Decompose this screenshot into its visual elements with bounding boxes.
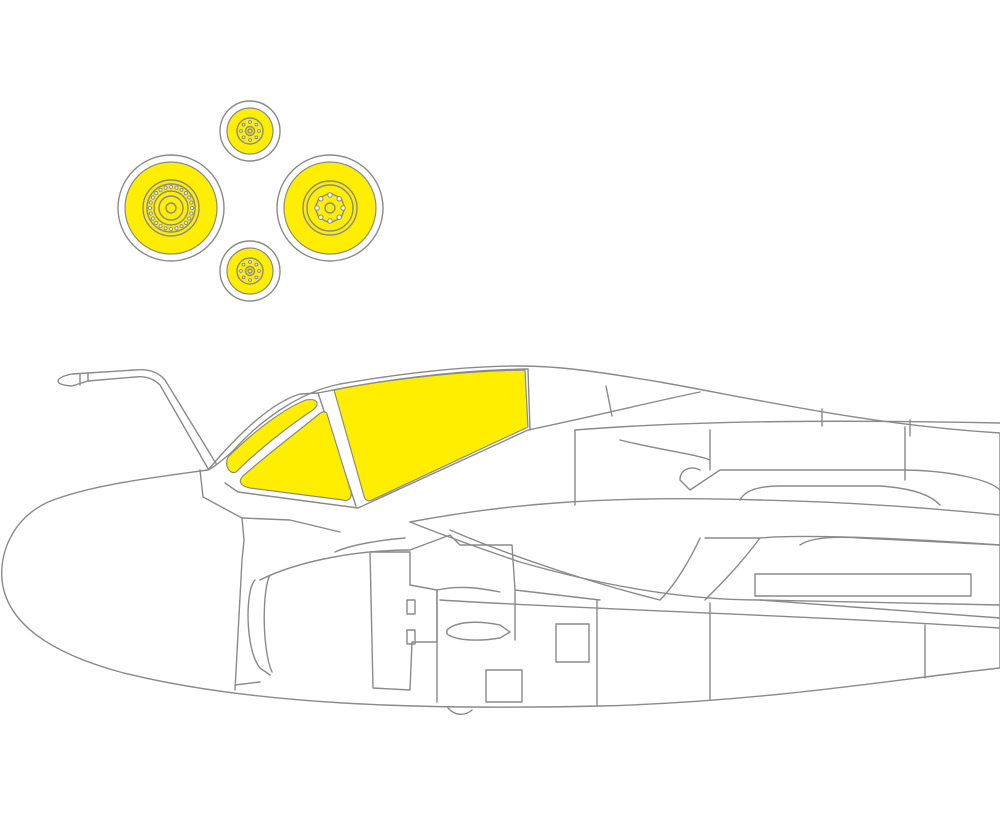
hub-bolt	[254, 122, 259, 127]
hub-bolt	[239, 129, 243, 133]
hub-bolt	[158, 187, 163, 192]
hub-bolt	[248, 278, 252, 282]
wheel-mask-main-right	[276, 154, 384, 262]
hub-bolt	[241, 262, 246, 267]
refuel-probe	[87, 369, 221, 473]
hub-bolt	[314, 205, 320, 211]
hub-bolt	[183, 220, 188, 225]
hub-bolt	[168, 184, 174, 190]
hub-bolt	[189, 211, 194, 216]
hub-bolt	[147, 205, 153, 211]
hub-bolt	[150, 216, 155, 221]
hub-bolt	[257, 129, 261, 133]
hub-bolt	[239, 269, 243, 273]
hub-bolt	[179, 224, 184, 229]
hub-bolt	[168, 226, 174, 232]
windscreen-front-triangle-mask	[239, 411, 352, 502]
wheel-mask-nose-top	[219, 100, 281, 162]
hub-bolt	[327, 218, 333, 224]
hub-bolt	[154, 191, 159, 196]
hub-bolt	[254, 262, 259, 267]
hub-bolt	[254, 135, 259, 140]
hub-bolt	[163, 226, 168, 231]
hub-bolt	[248, 138, 252, 142]
hub-bolt	[248, 260, 252, 264]
hub-bolt	[187, 216, 192, 221]
windscreen-side-thin-mask	[226, 399, 318, 474]
hub-bolt	[179, 187, 184, 192]
hub-bolt	[148, 211, 153, 216]
hub-bolt	[241, 122, 246, 127]
hub-bolt	[257, 269, 261, 273]
hub-bolt	[254, 275, 259, 280]
hub-bolt	[148, 200, 153, 205]
canopy-masks	[226, 369, 529, 502]
hub-bolt	[336, 196, 342, 202]
hub-bolt	[174, 185, 179, 190]
hub-bolt	[158, 224, 163, 229]
wheel-mask-nose-bottom	[219, 240, 281, 302]
hub-bolt	[327, 192, 333, 198]
hub-bolt	[189, 200, 194, 205]
hub-bolt	[248, 120, 252, 124]
hub-bolt	[163, 185, 168, 190]
hub-bolt	[150, 195, 155, 200]
hub-bolt	[183, 191, 188, 196]
hub-bolt	[318, 196, 324, 202]
hub-bolt	[336, 214, 342, 220]
hub-bolt	[154, 220, 159, 225]
wheel-mask-main-left	[117, 154, 225, 262]
hub-bolt	[241, 135, 246, 140]
hub-bolt	[340, 205, 346, 211]
hub-bolt	[187, 195, 192, 200]
canopy-side-panel-mask	[333, 369, 529, 502]
hub-bolt	[174, 226, 179, 231]
hub-bolt	[241, 275, 246, 280]
hub-bolt	[189, 205, 195, 211]
hub-bolt	[318, 214, 324, 220]
